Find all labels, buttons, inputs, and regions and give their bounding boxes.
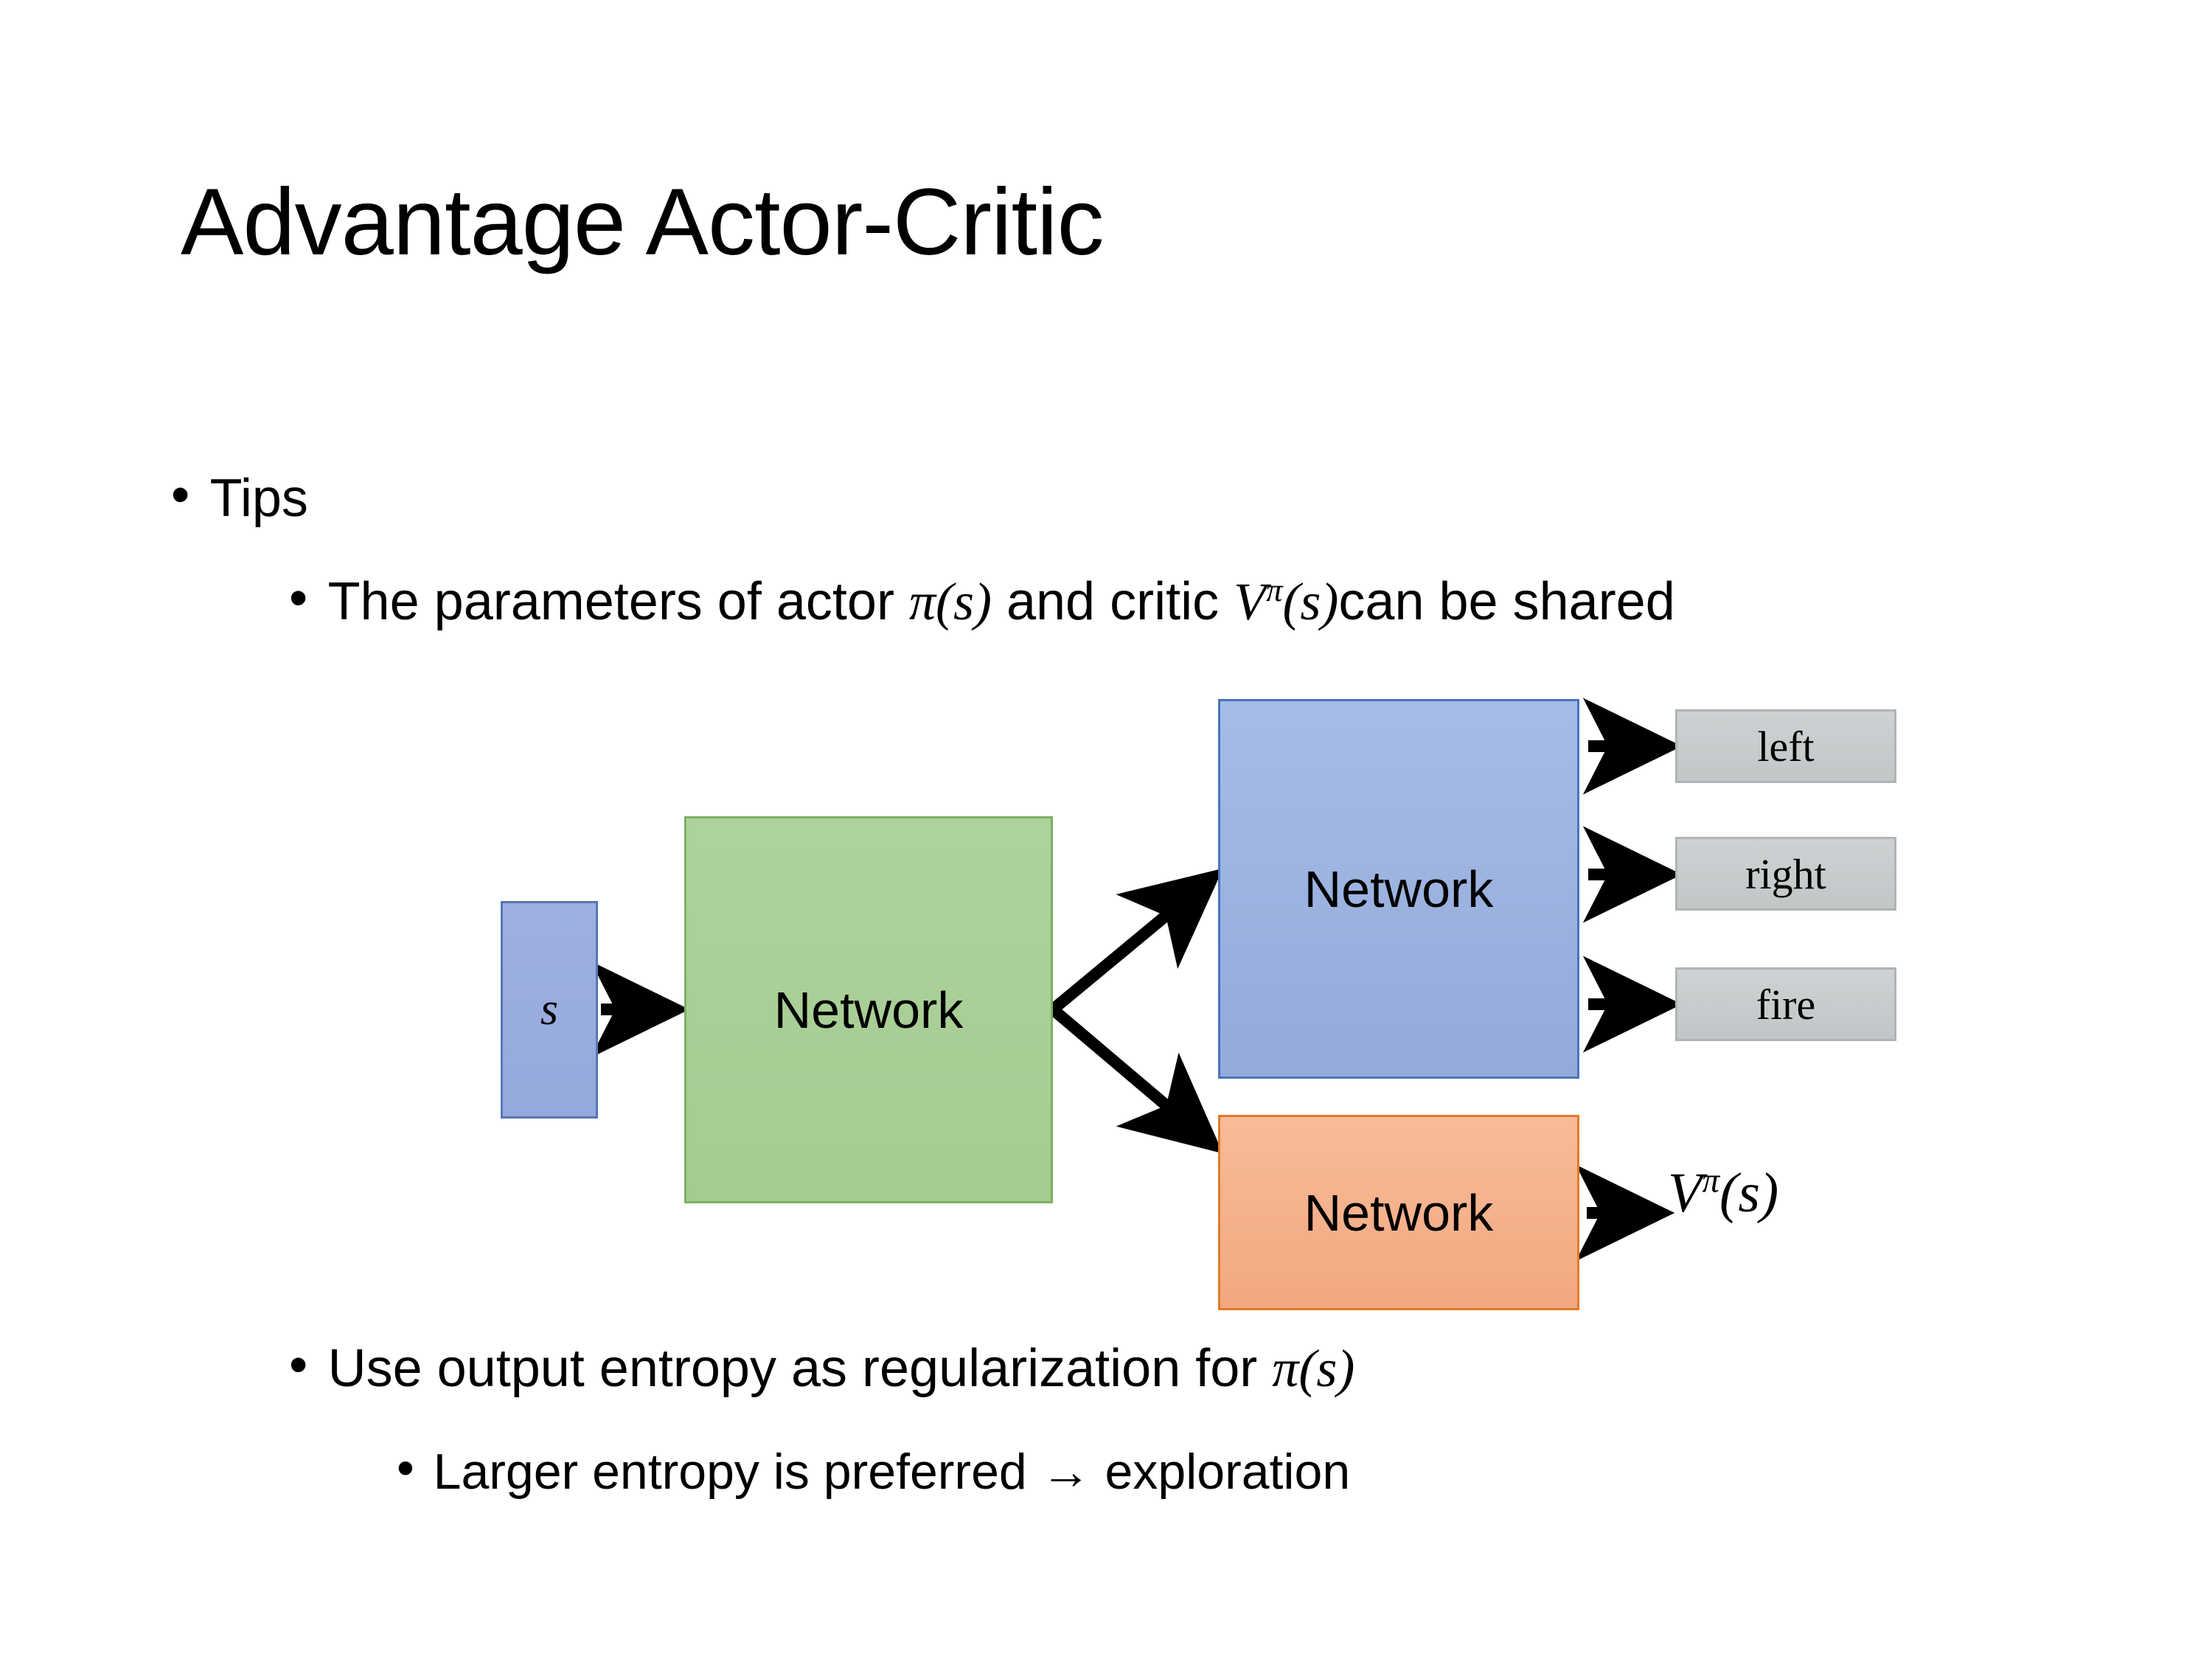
bullet-entropy-regularization-label: Use output entropy as regularization for… [328, 1338, 1355, 1400]
arrow-shared-to-actor [1048, 868, 1223, 1015]
text-parameters-before: The parameters of actor [327, 572, 909, 631]
bullet-larger-entropy-label: Larger entropy is preferred → exploratio… [433, 1444, 1351, 1500]
math-v-superscript: π [1266, 571, 1283, 608]
output-action-fire-label: fire [1756, 980, 1816, 1029]
output-action-left-label: left [1757, 722, 1815, 771]
node-shared-network-label: Network [773, 981, 964, 1039]
math-pi-of-s: π(s) [1272, 1339, 1355, 1398]
node-actor-network-label: Network [1304, 860, 1494, 918]
text-parameters-middle: and critic [991, 572, 1234, 631]
node-shared-network[interactable]: Network [684, 816, 1053, 1203]
bullet-larger-entropy: • Larger entropy is preferred → explorat… [397, 1443, 1350, 1501]
node-actor-network[interactable]: Network [1218, 699, 1579, 1079]
bullet-tips-label: Tips [209, 469, 308, 528]
output-value-superscript: π [1702, 1161, 1720, 1200]
output-action-left[interactable]: left [1675, 709, 1896, 783]
bullet-entropy-regularization: • Use output entropy as regularization f… [289, 1338, 1354, 1400]
bullet-tips: • Tips [171, 468, 308, 530]
node-state[interactable]: s [501, 901, 598, 1119]
node-critic-network-label: Network [1304, 1183, 1494, 1242]
node-critic-network[interactable]: Network [1218, 1115, 1579, 1310]
bullet-marker-icon: • [289, 568, 308, 627]
arrow-shared-to-critic [1048, 1004, 1223, 1154]
output-value-base: V [1668, 1162, 1703, 1224]
node-state-label: s [540, 984, 559, 1034]
bullet-shared-parameters-label: The parameters of actor π(s) and critic … [328, 571, 1675, 633]
bullet-marker-icon: • [397, 1440, 414, 1496]
output-value-function: Vπ(s) [1668, 1161, 1778, 1225]
math-v-pi-of-s: Vπ(s) [1234, 572, 1338, 631]
output-action-fire[interactable]: fire [1675, 967, 1896, 1041]
bullet-shared-parameters: • The parameters of actor π(s) and criti… [289, 571, 2059, 633]
output-action-right[interactable]: right [1675, 837, 1896, 911]
math-pi-of-s: π(s) [908, 572, 992, 631]
text-entropy-before: Use output entropy as regularization for [327, 1339, 1273, 1398]
output-action-right-label: right [1745, 849, 1826, 898]
output-value-argument: (s) [1719, 1162, 1779, 1224]
page-title: Advantage Actor-Critic [181, 170, 1104, 275]
text-parameters-after: can be shared [1338, 572, 1675, 631]
math-v-base: V [1234, 572, 1267, 631]
bullet-marker-icon: • [171, 465, 190, 524]
bullet-marker-icon: • [289, 1335, 308, 1394]
math-v-argument: (s) [1282, 572, 1339, 631]
